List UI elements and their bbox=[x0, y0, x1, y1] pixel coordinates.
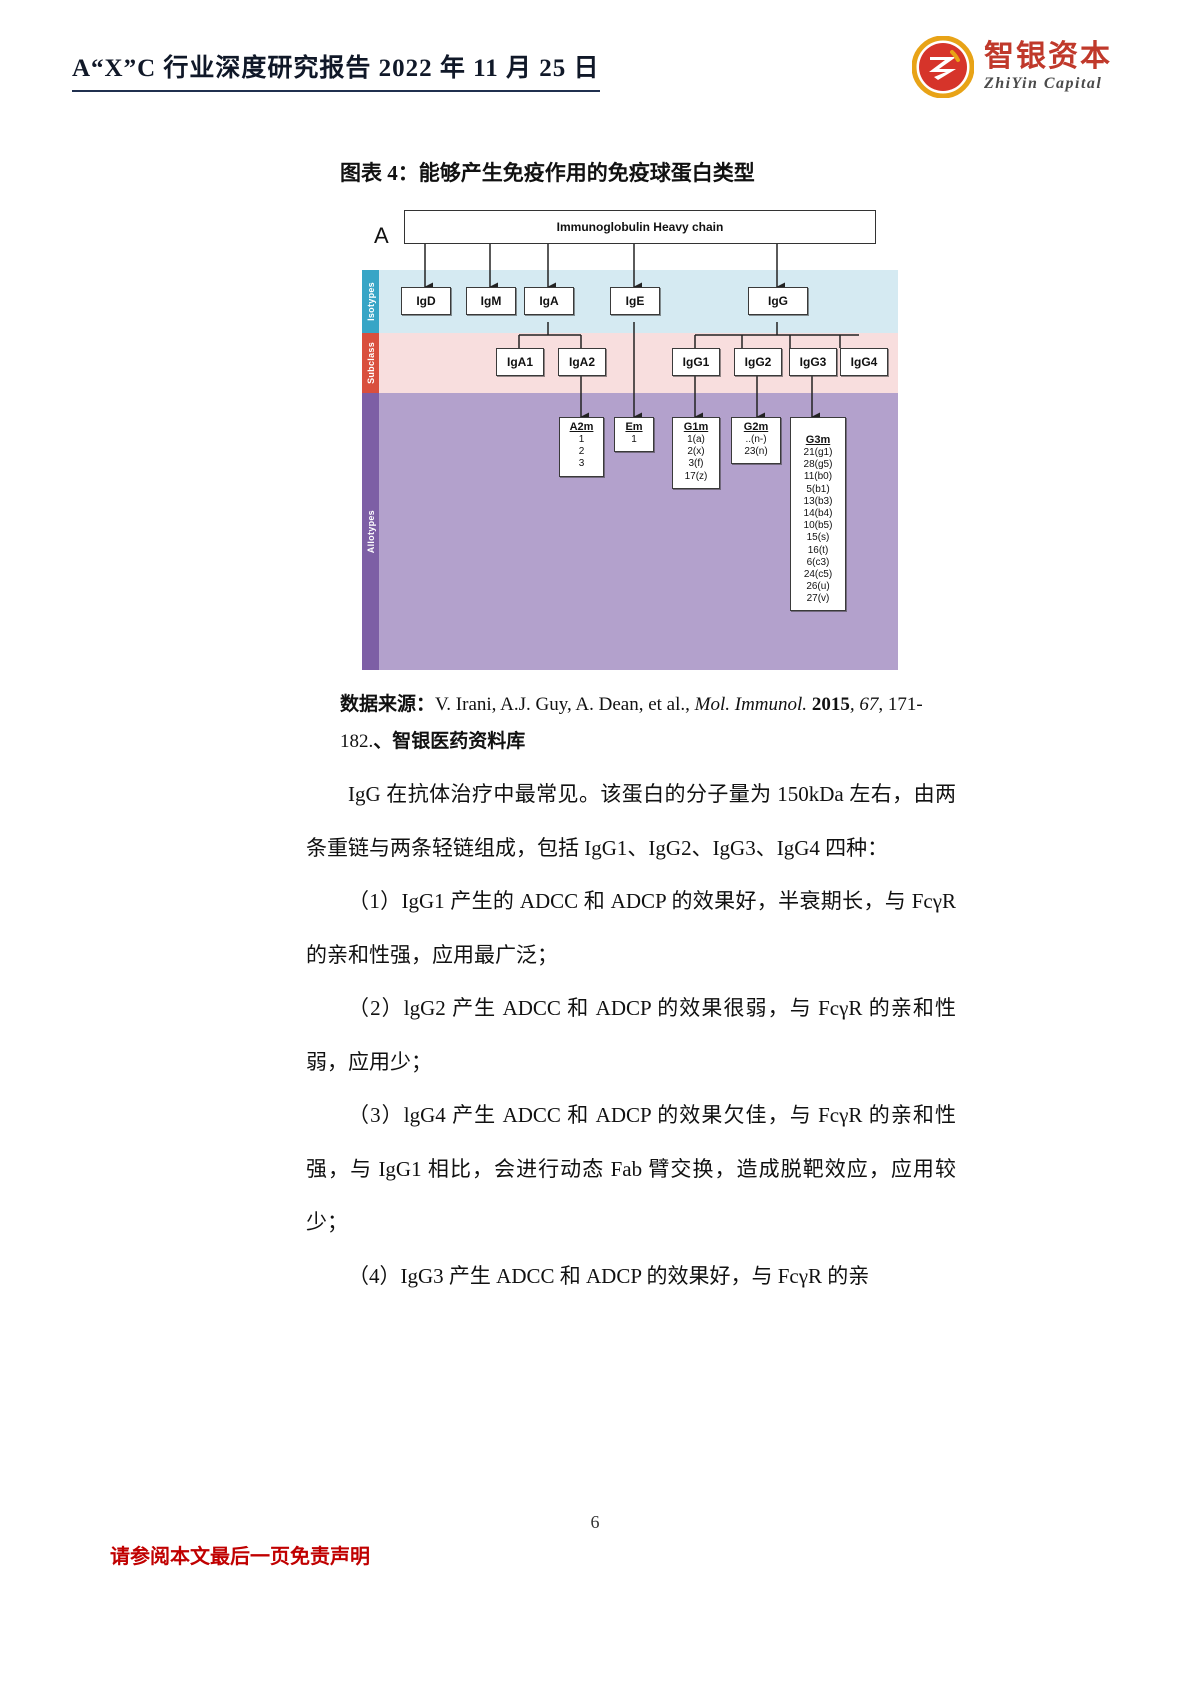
allotype-title: A2m bbox=[569, 421, 594, 433]
subclass-node-igg2: IgG2 bbox=[734, 348, 782, 376]
allotype-title: G1m bbox=[683, 421, 709, 433]
allotype-item: 23(n) bbox=[744, 446, 768, 458]
isotype-node-iga: IgA bbox=[524, 287, 574, 315]
source-authors: V. Irani, A.J. Guy, A. Dean, et al., bbox=[435, 694, 695, 715]
allotype-item: 3 bbox=[578, 458, 585, 470]
allotype-item: 1 bbox=[631, 434, 637, 445]
company-logo: 智银资本 ZhiYin Capital bbox=[911, 35, 1112, 99]
allotype-item: 6(c3) bbox=[806, 556, 830, 568]
allotype-item: 24(c5) bbox=[803, 568, 833, 580]
allotype-item: 11(b0) bbox=[803, 471, 833, 483]
allotype-item: ..(n-) bbox=[745, 434, 767, 445]
source-label: 数据来源： bbox=[340, 694, 436, 715]
zhiyin-logo-icon bbox=[911, 35, 975, 99]
isotype-node-igd: IgD bbox=[401, 287, 451, 315]
allotype-node-a2m: A2m 1 2 3 bbox=[559, 417, 604, 477]
allotype-item: 13(b3) bbox=[803, 495, 833, 507]
subclass-node-igg3: IgG3 bbox=[789, 348, 837, 376]
allotype-title: Em bbox=[625, 421, 643, 433]
allotype-item: 26(u) bbox=[806, 581, 830, 593]
allotype-item: 17(z) bbox=[684, 470, 708, 482]
allotype-item: 10(b5) bbox=[803, 520, 833, 532]
band-tab-allotypes: Allotypes bbox=[362, 393, 379, 670]
band-label-allotypes: Allotypes bbox=[365, 509, 376, 554]
logo-text: 智银资本 ZhiYin Capital bbox=[984, 42, 1112, 92]
paragraph: （4）IgG3 产生 ADCC 和 ADCP 的效果好，与 FcγR 的亲 bbox=[348, 1263, 870, 1288]
source-pages: , 171-182. bbox=[340, 694, 923, 753]
subclass-node-iga1: IgA1 bbox=[496, 348, 544, 376]
band-tab-isotypes: Isotypes bbox=[362, 270, 379, 333]
paragraph: （2）lgG2 产生 ADCC 和 ADCP 的效果很弱，与 FcγR 的亲和性… bbox=[306, 996, 956, 1074]
paragraph: （3）lgG4 产生 ADCC 和 ADCP 的效果欠佳，与 FcγR 的亲和性… bbox=[306, 1103, 956, 1235]
allotype-node-g3m: G3m 21(g1) 28(g5) 11(b0) 5(b1) 13(b3) 14… bbox=[790, 417, 846, 612]
isotype-node-igm: IgM bbox=[466, 287, 516, 315]
source-journal: Mol. Immunol. bbox=[694, 694, 808, 715]
band-label-isotypes: Isotypes bbox=[365, 282, 376, 321]
band-label-subclass: Subclass bbox=[365, 342, 376, 384]
allotype-item: 2(x) bbox=[687, 446, 705, 458]
allotype-item: 5(b1) bbox=[806, 483, 830, 495]
allotype-item: 1 bbox=[578, 434, 585, 445]
heavy-chain-node: Immunoglobulin Heavy chain bbox=[404, 210, 876, 244]
source-volume: , 67 bbox=[849, 694, 879, 715]
allotype-item: 3(f) bbox=[688, 458, 704, 470]
subclass-node-igg4: IgG4 bbox=[840, 348, 888, 376]
isotype-node-ige: IgE bbox=[610, 287, 660, 315]
paragraph: （1）IgG1 产生的 ADCC 和 ADCP 的效果好，半衰期长，与 FcγR… bbox=[306, 889, 956, 967]
logo-name-en: ZhiYin Capital bbox=[984, 75, 1103, 92]
allotype-title: G2m bbox=[743, 421, 769, 433]
allotype-item: 21(g1) bbox=[803, 447, 833, 458]
isotype-node-igg: IgG bbox=[748, 287, 808, 315]
subclass-node-iga2: IgA2 bbox=[558, 348, 606, 376]
header-title: A“X”C 行业深度研究报告 2022 年 11 月 25 日 bbox=[72, 48, 600, 92]
allotype-item: 28(g5) bbox=[803, 459, 833, 471]
allotype-item: 15(s) bbox=[806, 532, 830, 544]
body-copy: IgG 在抗体治疗中最常见。该蛋白的分子量为 150kDa 左右，由两条重链与两… bbox=[306, 768, 956, 1303]
source-year: 2015 bbox=[807, 694, 850, 715]
immunoglobulin-diagram: Isotypes Subclass Allotypes A Immunoglob… bbox=[362, 205, 898, 670]
allotype-item: 27(v) bbox=[806, 593, 830, 605]
allotype-node-g2m: G2m ..(n-) 23(n) bbox=[731, 417, 781, 465]
disclaimer-note: 请参阅本文最后一页免责声明 bbox=[110, 1546, 370, 1568]
allotype-node-g1m: G1m 1(a) 2(x) 3(f) 17(z) bbox=[672, 417, 720, 489]
band-tab-subclass: Subclass bbox=[362, 333, 379, 393]
allotype-node-em: Em 1 bbox=[614, 417, 654, 453]
logo-name-cn: 智银资本 bbox=[984, 40, 1112, 73]
allotype-item: 16(t) bbox=[807, 544, 829, 556]
allotype-item: 2 bbox=[578, 446, 585, 458]
allotype-title: G3m bbox=[805, 434, 831, 446]
figure-source: 数据来源：V. Irani, A.J. Guy, A. Dean, et al.… bbox=[340, 686, 954, 760]
page-number: 6 bbox=[590, 1512, 600, 1532]
allotype-item: 14(b4) bbox=[803, 507, 833, 519]
paragraph: IgG 在抗体治疗中最常见。该蛋白的分子量为 150kDa 左右，由两条重链与两… bbox=[306, 782, 956, 860]
panel-letter: A bbox=[374, 223, 389, 248]
subclass-node-igg1: IgG1 bbox=[672, 348, 720, 376]
figure-caption: 图表 4：能够产生免疫作用的免疫球蛋白类型 bbox=[340, 161, 755, 185]
allotype-item: 1(a) bbox=[687, 434, 705, 445]
source-tail: 、智银医药资料库 bbox=[373, 731, 526, 753]
page-header: A“X”C 行业深度研究报告 2022 年 11 月 25 日 智银资本 Zhi… bbox=[0, 0, 1190, 120]
